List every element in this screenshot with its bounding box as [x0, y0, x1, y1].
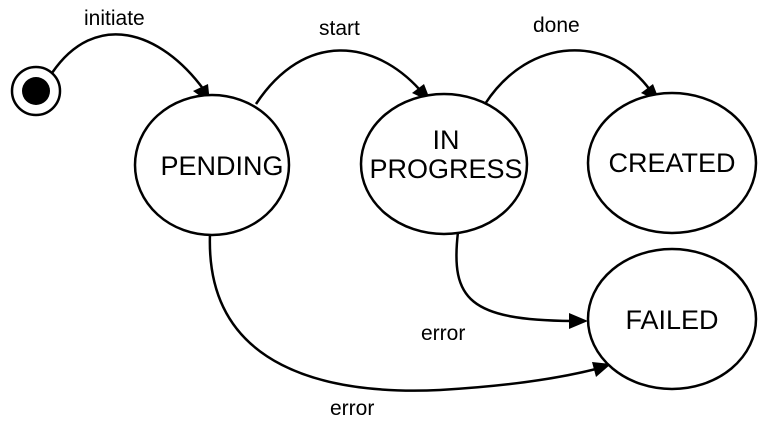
state-failed: FAILED — [586, 247, 758, 391]
state-failed-shape — [586, 247, 758, 391]
edge-error-in-progress — [455, 231, 573, 323]
state-created: CREATED — [586, 91, 758, 235]
state-in-progress: IN PROGRESS — [359, 92, 529, 236]
state-in-progress-shape — [359, 92, 529, 236]
arrowhead-error-in-progress — [569, 313, 588, 329]
state-failed-label: FAILED — [625, 305, 718, 335]
edge-done — [483, 49, 652, 105]
transition-done: done — [483, 14, 660, 105]
label-done: done — [533, 14, 580, 37]
label-start: start — [319, 17, 360, 40]
label-error-in-progress: error — [421, 322, 465, 345]
state-pending: PENDING — [133, 93, 291, 237]
state-created-label: CREATED — [608, 148, 735, 178]
arrowhead-error-pending — [592, 362, 611, 377]
state-pending-label: PENDING — [160, 151, 283, 181]
initial-state — [10, 65, 62, 117]
label-error-pending: error — [330, 397, 374, 420]
label-initiate: initiate — [84, 7, 145, 30]
transition-start: start — [254, 17, 431, 105]
edge-start — [254, 49, 421, 105]
state-in-progress-label-line2: PROGRESS — [369, 154, 522, 184]
state-in-progress-label-line1: IN — [433, 125, 460, 155]
transition-error-pending: error — [208, 233, 611, 420]
transition-error-in-progress: error — [421, 231, 588, 345]
edge-error-pending — [208, 233, 597, 392]
initial-state-dot — [22, 77, 50, 105]
transition-initiate: initiate — [50, 7, 210, 103]
state-pending-shape — [133, 93, 291, 237]
state-created-shape — [586, 91, 758, 235]
edge-initiate — [50, 33, 206, 91]
